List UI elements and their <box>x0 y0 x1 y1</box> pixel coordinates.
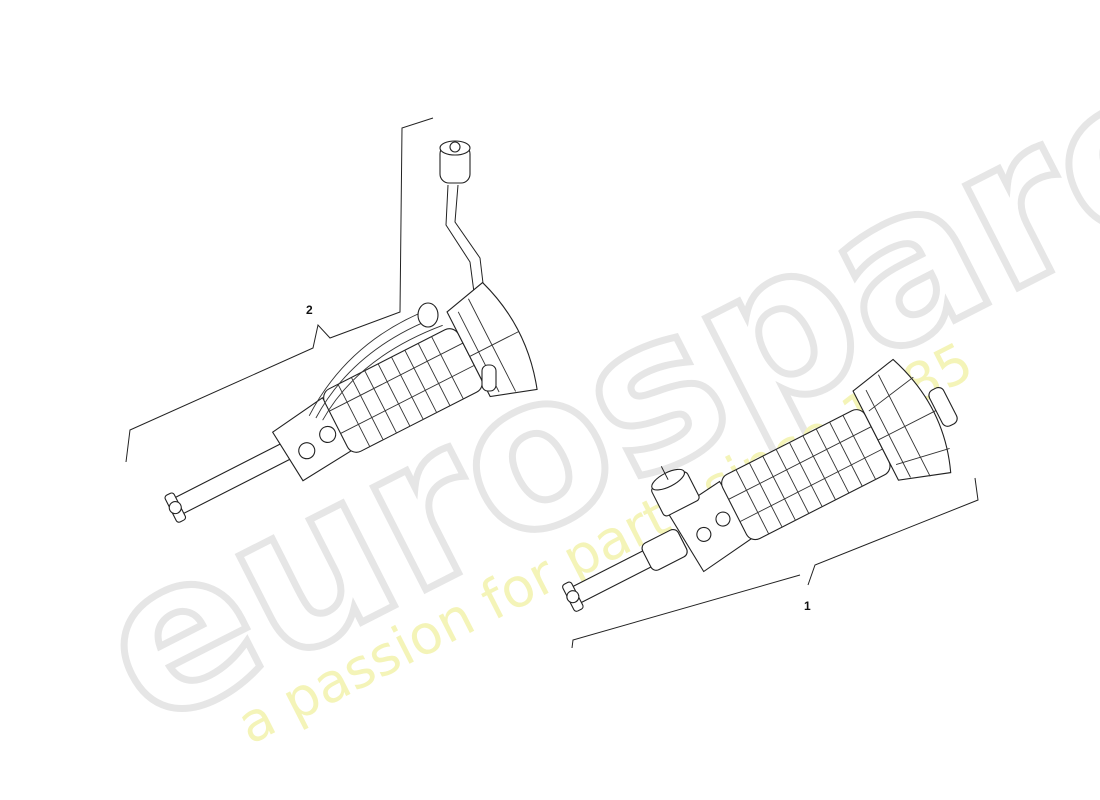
callout-bracket-1 <box>807 477 979 586</box>
watermark: eurospares a passion for parts since 198… <box>58 0 1100 778</box>
gearbox-assembly-2[interactable]: 2 <box>125 117 546 563</box>
hydraulic-reservoir <box>439 140 486 301</box>
callout-bracket-1b <box>571 574 801 649</box>
gearbox-body-1 <box>562 358 958 612</box>
gearbox-body-2 <box>164 281 538 523</box>
callout-label-2[interactable]: 2 <box>306 303 313 317</box>
callout-bracket-2 <box>125 117 434 463</box>
filter <box>481 364 497 392</box>
actuator <box>417 302 439 328</box>
callout-label-1[interactable]: 1 <box>804 599 811 613</box>
gearbox-assembly-1[interactable]: 1 <box>533 336 979 653</box>
